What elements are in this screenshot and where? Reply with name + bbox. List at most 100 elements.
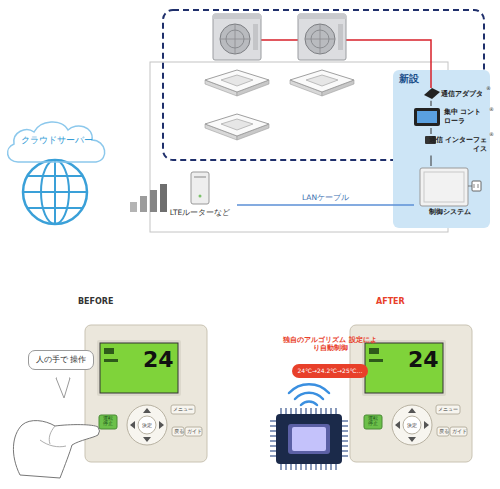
outdoor-unit <box>305 24 335 54</box>
remote-controller <box>138 416 156 434</box>
edge-label: LANケーブル <box>300 193 351 202</box>
trademark: ® <box>489 106 494 112</box>
control-system-box: 制御システム <box>414 166 486 218</box>
bubble-tail <box>56 375 70 398</box>
remote-controller <box>85 325 207 462</box>
lte-router <box>199 195 202 198</box>
remote-controller <box>97 340 181 396</box>
remote-controller <box>127 405 167 445</box>
node-text: クラウドサーバー <box>8 135 106 146</box>
before-label: BEFORE <box>78 297 113 307</box>
bubble-tail <box>57 375 69 379</box>
central-controller-icon <box>414 108 440 126</box>
node-text: 制御システム <box>414 208 486 217</box>
cassette-unit <box>221 119 253 130</box>
signal-bars <box>150 190 157 212</box>
outdoor-unit <box>253 24 258 50</box>
control-cabinet <box>468 184 478 188</box>
outdoor-unit <box>298 14 346 60</box>
remote-controller <box>104 359 118 362</box>
trademark: ® <box>486 85 491 91</box>
outdoor-unit <box>298 14 346 60</box>
cloud-server: クラウドサーバー <box>4 116 110 166</box>
hand <box>40 426 66 447</box>
speech-bubble: 人の手で 操作 <box>28 350 94 370</box>
remote-controller <box>369 348 379 354</box>
globe <box>23 160 87 224</box>
cassette-unit <box>290 70 354 92</box>
signal-bars <box>160 184 167 212</box>
control-cabinet <box>420 168 468 206</box>
lan-cable <box>237 204 414 206</box>
control-cabinet <box>424 172 464 202</box>
remote-controller <box>364 415 382 429</box>
chip <box>288 424 330 454</box>
back-button-label: 戻る <box>439 429 449 434</box>
node-text: 人の手で 操作 <box>32 355 90 365</box>
guide-button-label: ガイド <box>187 429 202 434</box>
adapter-box: 通信アダプタ <box>421 88 487 101</box>
comm-adapter-icon <box>424 88 440 99</box>
remote-controller <box>130 408 164 442</box>
after-label: AFTER <box>376 297 405 307</box>
controller-box: 集中 コントローラ <box>412 106 488 128</box>
remote-controller <box>436 405 460 414</box>
cassette-unit <box>205 70 269 96</box>
remote-controller <box>172 427 184 436</box>
temperature-display: 24 <box>408 347 439 373</box>
globe <box>23 160 87 224</box>
remote-controller <box>99 415 117 429</box>
node-text: 集中 コントローラ <box>444 108 488 126</box>
node-text: LTEルーターなど <box>163 208 237 217</box>
power-button-label: 運転 停止 <box>101 416 115 427</box>
central-controller-icon <box>414 108 440 126</box>
globe <box>23 160 87 224</box>
router-box: LTEルーターなど <box>163 170 237 218</box>
temperature-display: 24 <box>143 347 174 373</box>
control-cabinet <box>472 181 481 191</box>
cassette-unit <box>290 70 354 96</box>
guide-button-label: ガイド <box>452 429 467 434</box>
remote-controller <box>369 359 383 362</box>
remote-controller <box>100 343 178 393</box>
interface-box: 通信 インターフェイス <box>423 134 487 156</box>
wireless-waves <box>289 384 329 405</box>
menu-button-label: メニュー <box>438 407 458 412</box>
node-text: 通信 インターフェイス <box>423 136 487 154</box>
signal-wire <box>431 156 432 167</box>
chip <box>292 427 326 451</box>
remote-controller <box>185 427 202 436</box>
hand <box>13 421 99 478</box>
outdoor-unit <box>298 14 346 19</box>
lte-router <box>194 176 206 178</box>
enter-button-label: 決定 <box>406 422 418 428</box>
remote-controller <box>395 408 429 442</box>
outdoor-unit <box>220 24 250 54</box>
algorithm-note: 独自のアルゴリズム 設定により自動制御 <box>282 336 378 353</box>
outdoor-unit <box>305 24 335 54</box>
lte-router <box>191 172 209 204</box>
node-text: 24℃→24.2℃→25℃… <box>298 367 363 375</box>
comm-adapter-icon <box>424 88 440 99</box>
bubble-tail <box>56 378 70 398</box>
outdoor-unit <box>213 14 261 60</box>
signal-bars <box>140 196 147 212</box>
outdoor-unit <box>220 24 250 54</box>
back-button-label: 戻る <box>174 429 184 434</box>
signal-wire <box>431 128 432 134</box>
node-text: 新設 <box>399 73 484 86</box>
remote-controller <box>365 343 443 393</box>
cassette-unit <box>205 70 269 92</box>
setpoint-bubble: 24℃→24.2℃→25℃… <box>292 364 369 378</box>
power-button-label: 運転 停止 <box>366 416 380 427</box>
signal-wire <box>431 101 432 106</box>
wireless-waves <box>289 384 329 405</box>
outdoor-unit <box>213 14 261 60</box>
remote-controller <box>171 405 195 414</box>
trademark: ® <box>489 131 494 137</box>
remote-controller <box>350 325 472 462</box>
remote-controller <box>450 427 467 436</box>
